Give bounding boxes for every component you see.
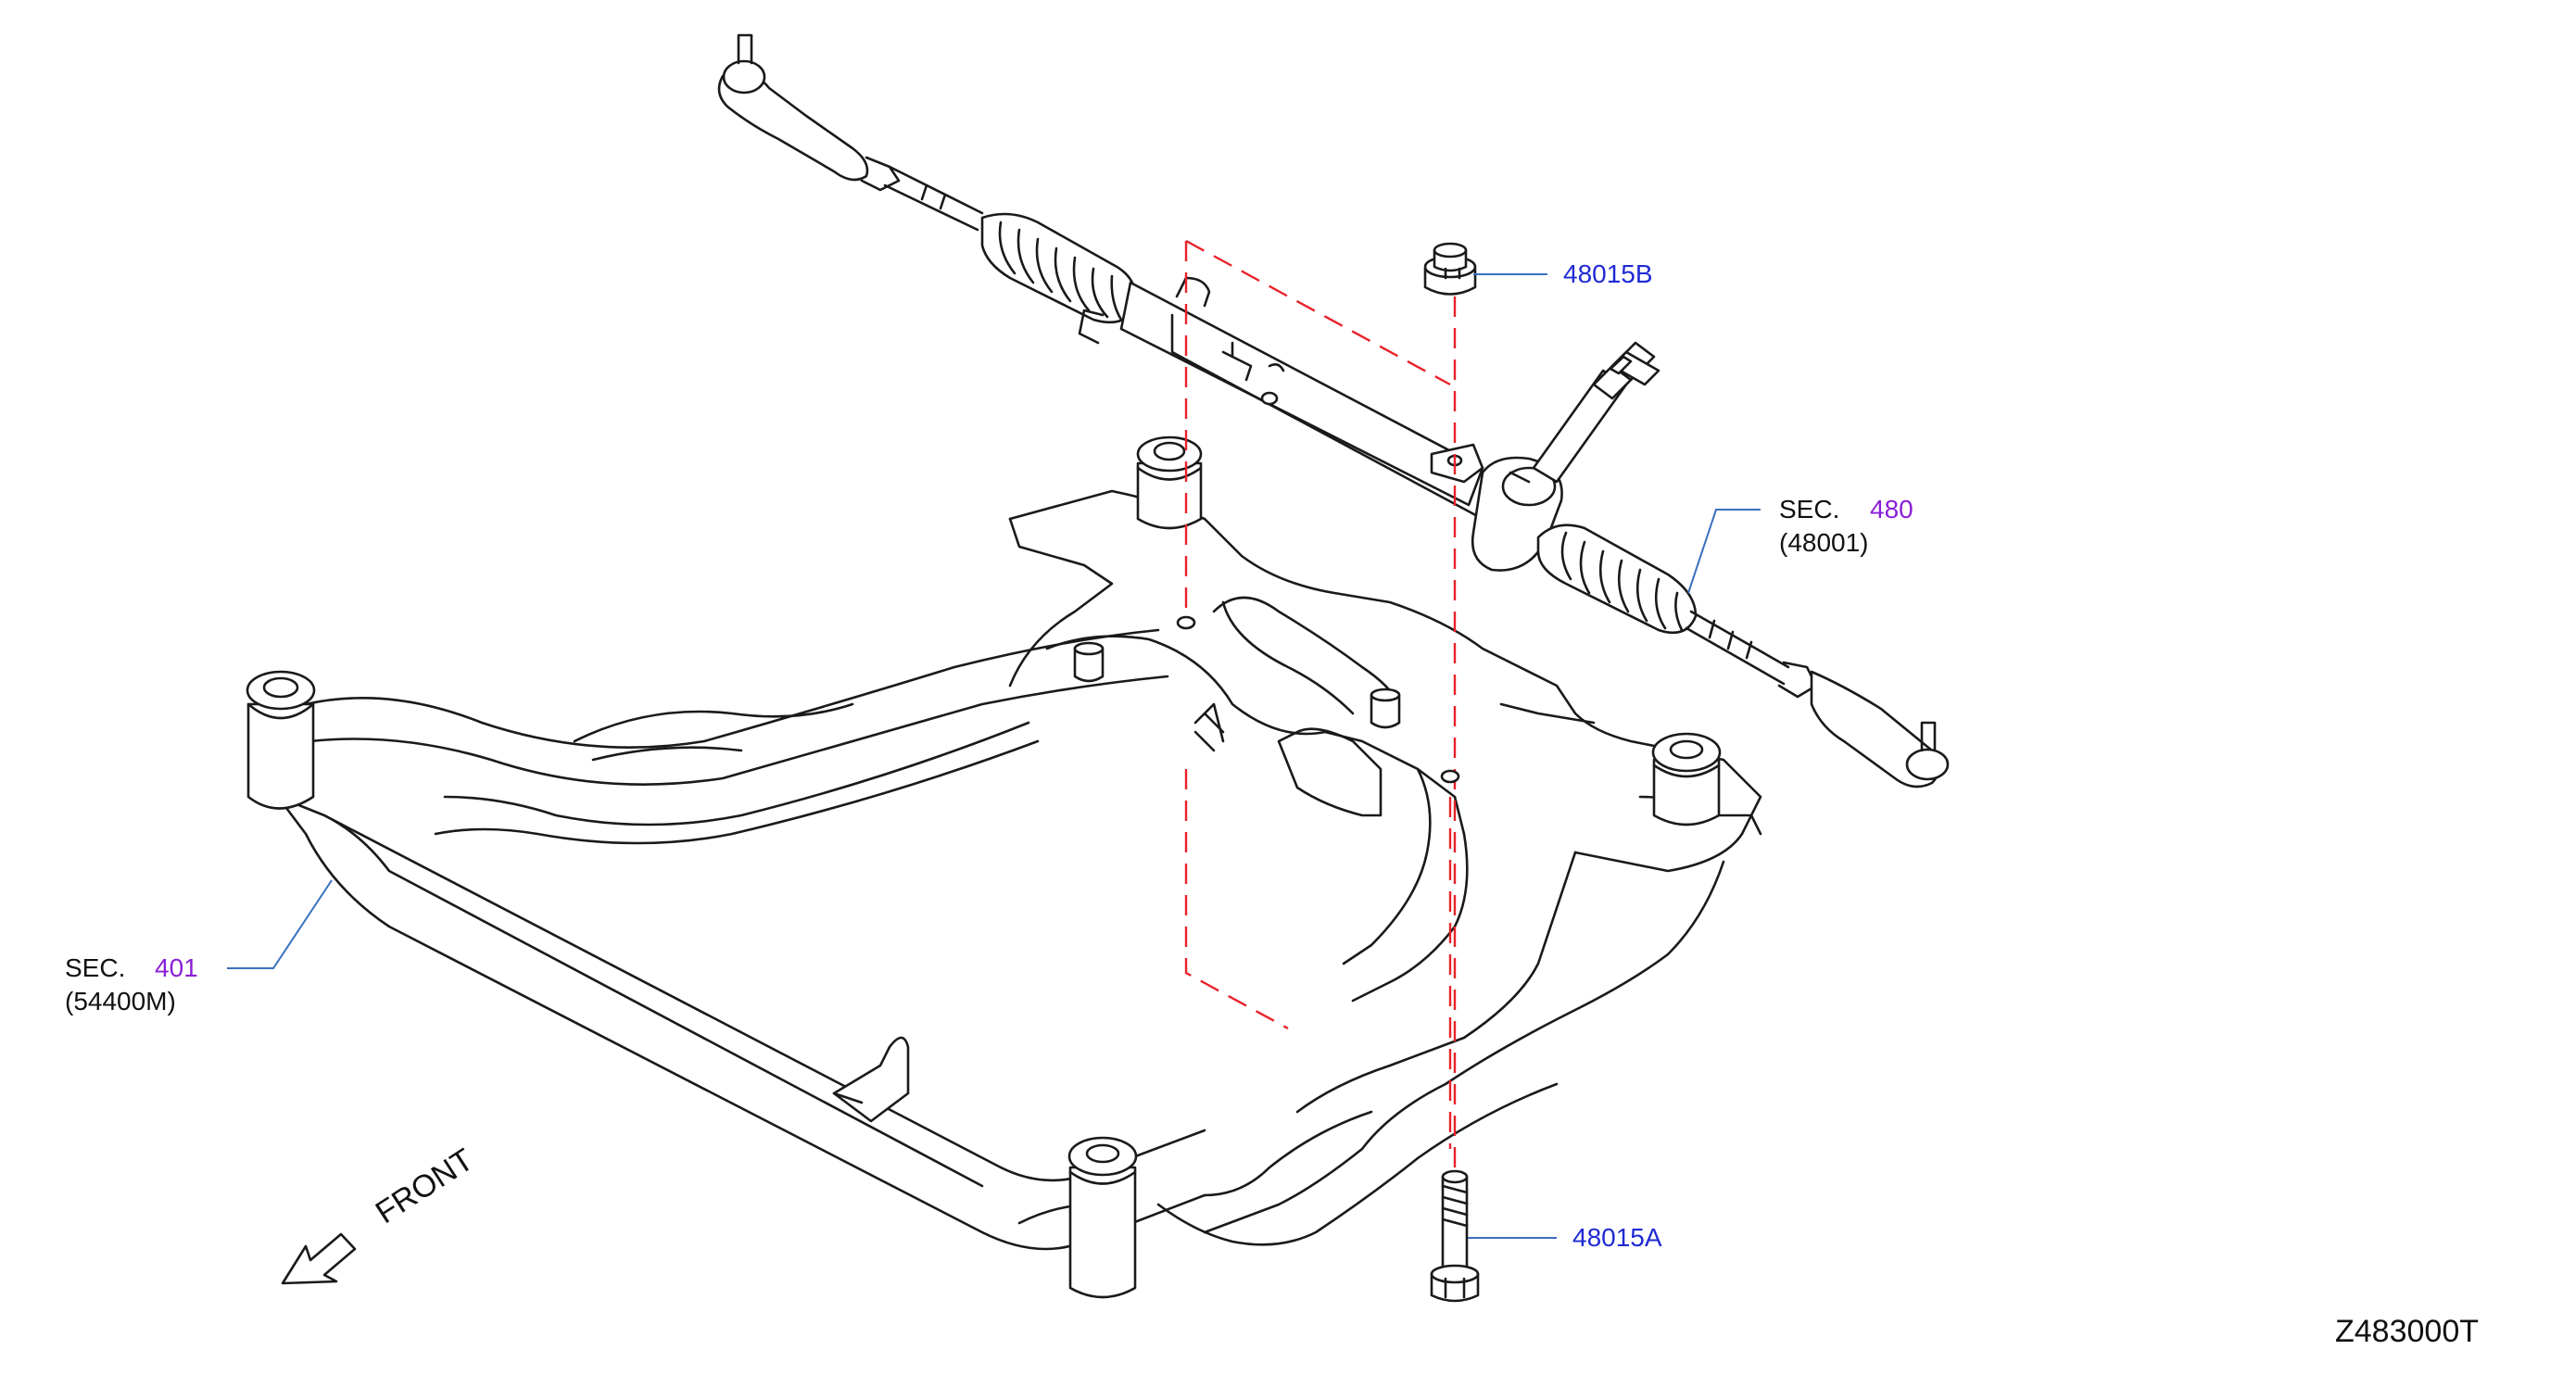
bolt-48015A	[1430, 1169, 1480, 1303]
part-number-48015B[interactable]: 48015B	[1563, 259, 1653, 288]
nut-48015B	[1423, 242, 1477, 296]
front-subframe	[276, 489, 1762, 1251]
leader-lines	[227, 273, 1761, 1239]
part-number-48015A[interactable]: 48015A	[1572, 1223, 1662, 1252]
mount-bushing-right-rear	[1651, 732, 1722, 826]
mount-bushing-right-front	[1067, 1136, 1138, 1299]
front-arrow-icon	[281, 1232, 357, 1285]
sec-link-480[interactable]: 480	[1870, 495, 1913, 524]
sec-link-401[interactable]: 401	[155, 953, 198, 982]
steering-rack-assembly	[717, 33, 1950, 788]
sec-prefix-steering: SEC.	[1779, 495, 1840, 524]
assembly-guide-lines	[1176, 239, 1460, 1167]
sec-prefix-subframe: SEC.	[65, 953, 126, 982]
steering-rack-number: (48001)	[1779, 528, 1869, 557]
mount-bushing-left-front	[246, 670, 316, 810]
mount-bushing-left-rear	[1136, 435, 1203, 530]
diagram-code: Z483000T	[2335, 1314, 2479, 1349]
subframe-number: (54400M)	[65, 987, 176, 1015]
